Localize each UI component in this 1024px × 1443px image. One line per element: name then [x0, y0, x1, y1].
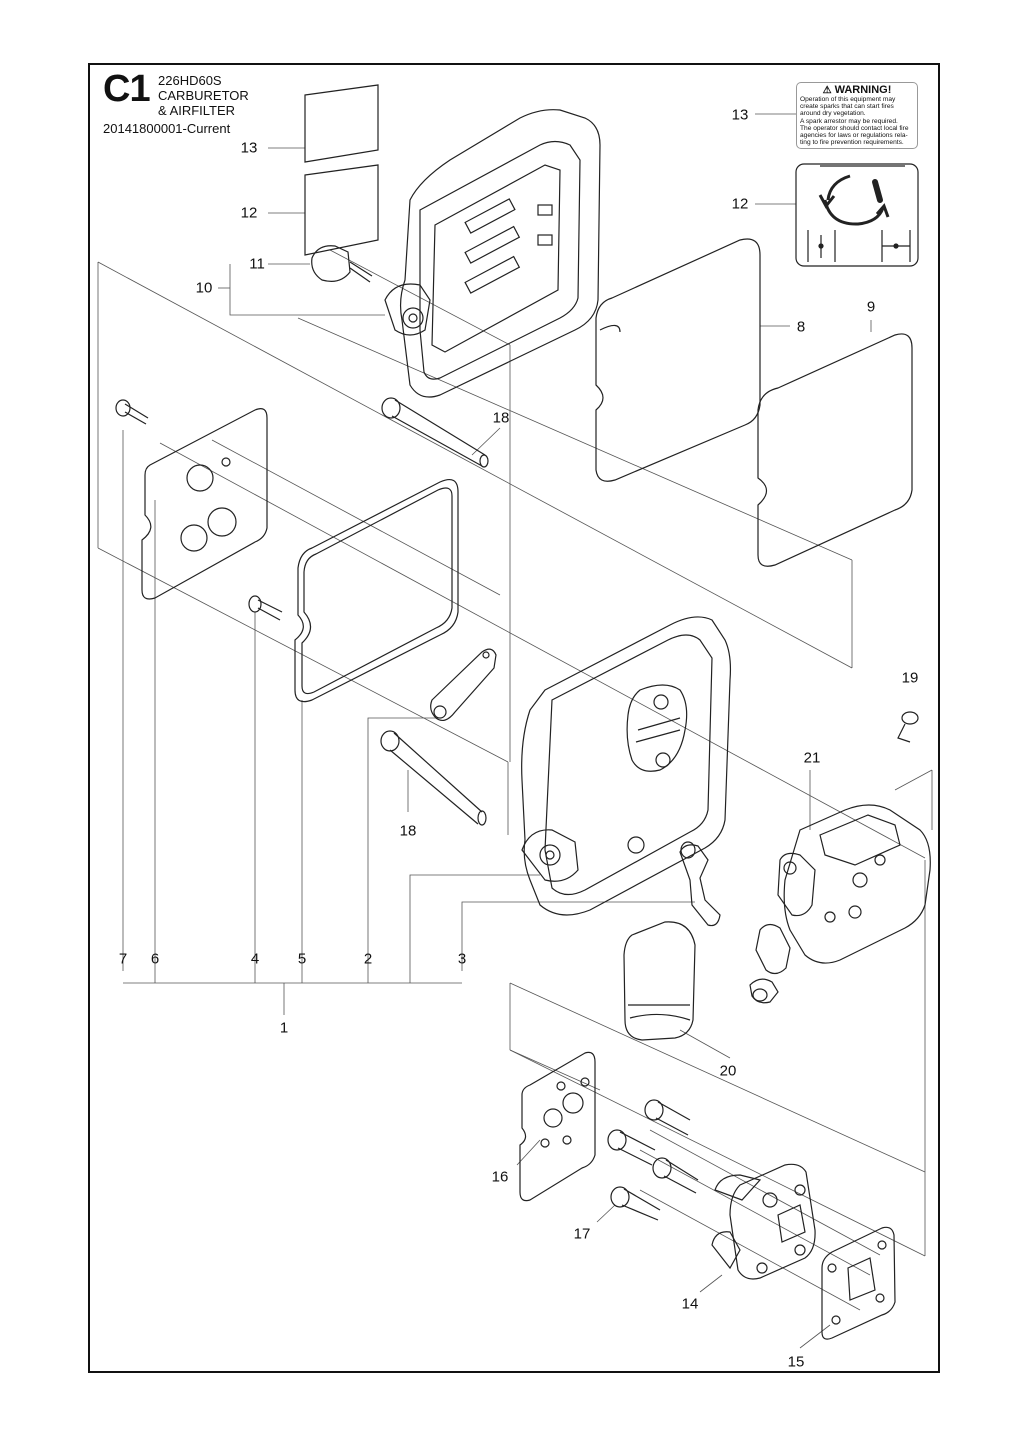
callout-18-top: 18 [492, 409, 510, 427]
bolt-18-top [381, 397, 489, 468]
warning-triangle-icon: ⚠ [822, 85, 832, 96]
callout-7: 7 [118, 950, 128, 968]
bracket-2 [430, 648, 497, 722]
callout-leaders [122, 113, 872, 1349]
filter-housing [521, 616, 732, 916]
callout-12: 12 [240, 204, 258, 222]
callout-11: 11 [249, 255, 265, 273]
warning-line: agencies for laws or regulations rela- [800, 132, 908, 140]
callout-18-mid: 18 [399, 822, 417, 840]
filter-9 [757, 333, 913, 567]
warning-decal: ⚠WARNING! Operation of this equipment ma… [796, 82, 918, 149]
warning-line: A spark arrestor may be required. [800, 117, 898, 125]
choke-lever-3 [679, 841, 721, 927]
callout-3: 3 [457, 950, 467, 968]
filter-cup-20 [623, 921, 696, 1041]
warning-title: WARNING! [834, 84, 892, 96]
callout-16: 16 [491, 1168, 509, 1186]
alignment-lines [97, 249, 933, 1311]
drawing-frame [88, 63, 940, 1373]
shaft-dimension-icon [807, 230, 911, 262]
callout-2: 2 [363, 950, 373, 968]
bolt-18-mid [380, 730, 487, 826]
callout-5: 5 [297, 950, 307, 968]
warning-line: The operator should contact local fire [800, 124, 909, 132]
intake-adaptor-14 [711, 1163, 816, 1280]
callout-20: 20 [719, 1062, 737, 1080]
callout-14: 14 [681, 1295, 699, 1313]
model-name: 226HD60S [158, 73, 222, 88]
recycle-arrows-icon [818, 174, 890, 226]
screw-4 [248, 595, 283, 621]
callout-13: 13 [240, 139, 258, 157]
warning-line: around dry vegetation. [800, 110, 866, 118]
diagram-title-line1: CARBURETOR [158, 88, 249, 103]
callout-9: 9 [866, 298, 876, 316]
gasket-6 [141, 408, 268, 600]
callout-15: 15 [787, 1353, 805, 1371]
warning-decal-panel [795, 163, 919, 267]
decal-12-sheet [304, 164, 379, 256]
warning-line: ting to fire prevention requirements. [800, 139, 904, 147]
callout-21: 21 [803, 749, 821, 767]
clip-19 [897, 711, 919, 743]
callout-17: 17 [573, 1225, 591, 1243]
seal-5 [294, 479, 459, 703]
knob-11 [311, 245, 373, 283]
gasket-15 [821, 1226, 896, 1340]
callout-4: 4 [250, 950, 260, 968]
bolts-17 [607, 1099, 699, 1221]
callout-13-right: 13 [731, 106, 749, 124]
callout-1: 1 [279, 1019, 289, 1037]
filter-cover [384, 109, 601, 398]
diagram-title-line2: & AIRFILTER [158, 103, 236, 118]
callout-10: 10 [195, 279, 213, 297]
callout-12-right: 12 [731, 195, 749, 213]
warning-line: create sparks that can start fires [800, 103, 894, 111]
callout-19: 19 [901, 669, 919, 687]
sheet-id: C1 [103, 68, 151, 110]
gasket-16 [519, 1051, 596, 1202]
foam-filter-8 [595, 238, 761, 482]
part-number: 20141800001-Current [103, 121, 231, 136]
decal-13-sheet [304, 84, 379, 163]
carburetor-21 [749, 804, 931, 1004]
callout-6: 6 [150, 950, 160, 968]
warning-line: Operation of this equipment may [800, 96, 896, 103]
callout-8: 8 [796, 318, 806, 336]
screw-7 [115, 399, 149, 425]
